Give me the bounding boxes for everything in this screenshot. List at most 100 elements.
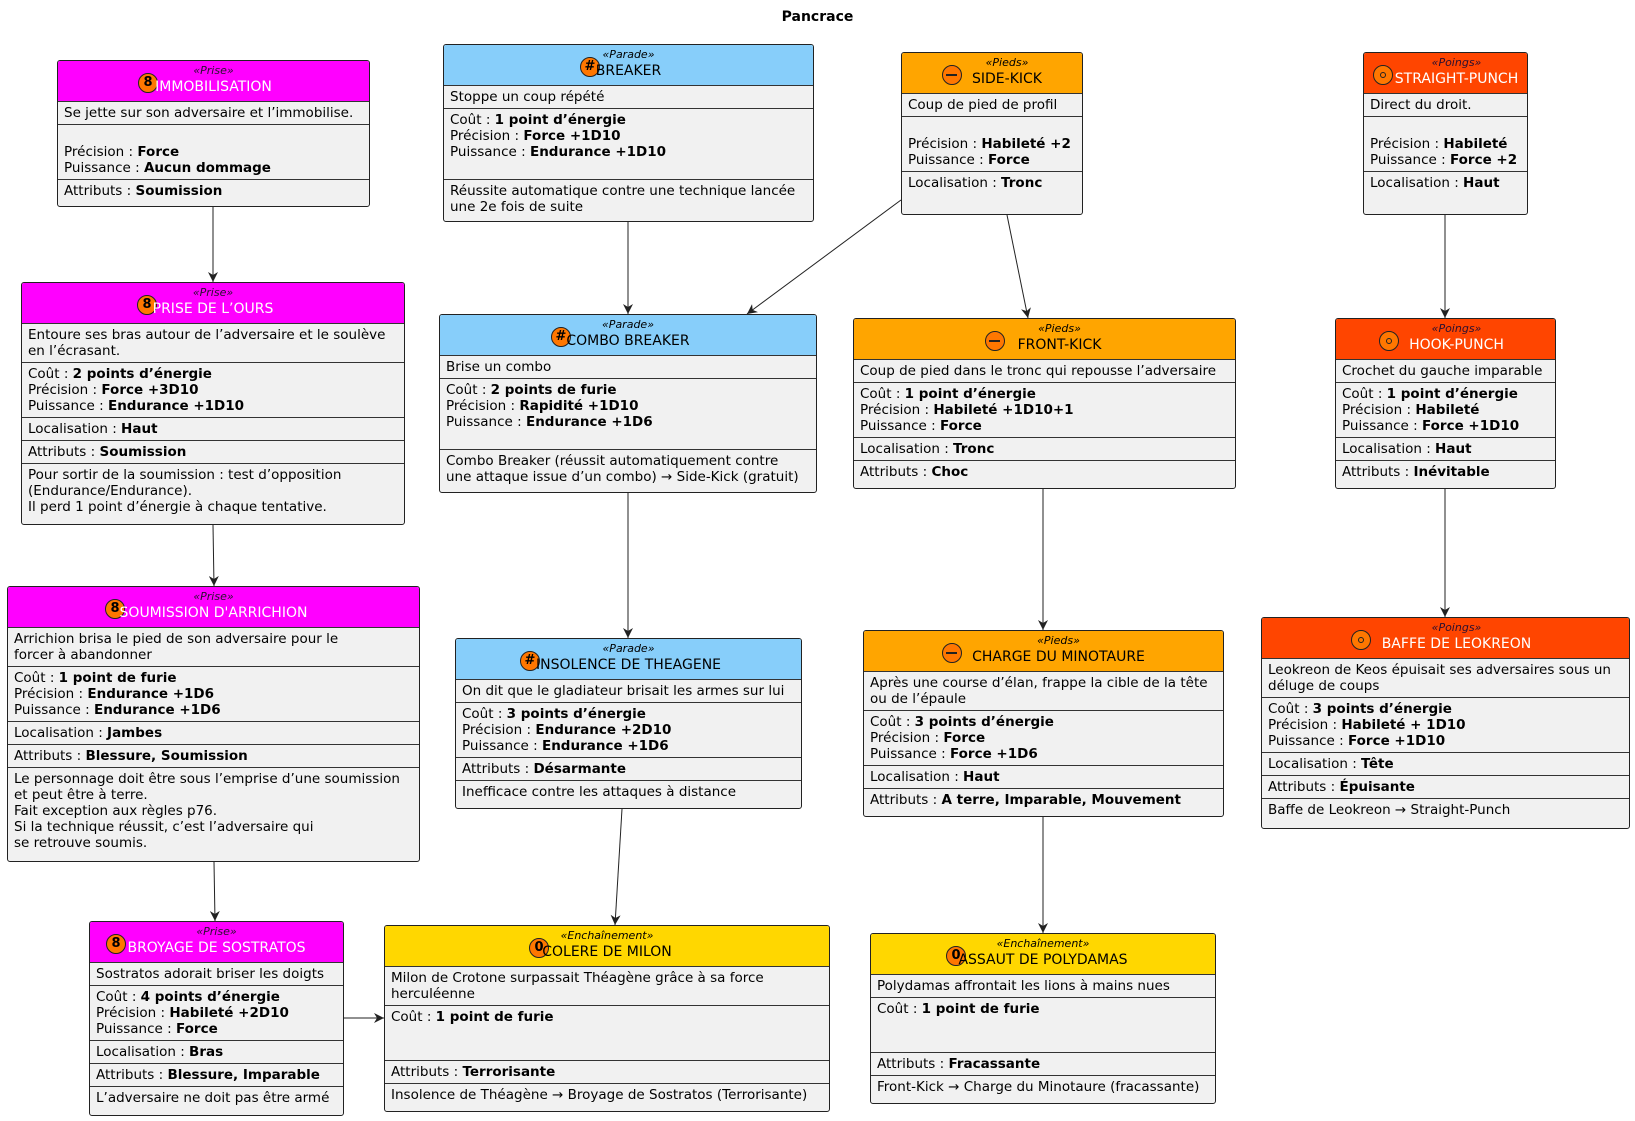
edge-prise-ours-soumission	[208, 524, 219, 587]
node-name: SOUMISSION D'ARRICHION	[119, 605, 308, 621]
node-name: IMMOBILISATION	[155, 79, 272, 95]
spot-minus-icon	[942, 643, 962, 663]
node-name: PRISE DE L’OURS	[152, 301, 274, 317]
attributs-row: Attributs : Désarmante	[462, 761, 627, 777]
puissance-row: Puissance : Endurance +1D6	[462, 738, 669, 754]
node-note: Front-Kick → Charge du Minotaure (fracas…	[877, 1079, 1200, 1095]
node-stereotype: «Prise»	[196, 925, 237, 938]
node-soumission-d-arrichion[interactable]: 8 «Prise» SOUMISSION D'ARRICHION Arrichi…	[7, 586, 420, 862]
node-prise-de-l-ours[interactable]: 8 «Prise» PRISE DE L’OURS Entoure ses br…	[21, 282, 405, 525]
node-colere-de-milon[interactable]: 0 «Enchaînement» COLERE DE MILON Milon d…	[384, 925, 830, 1112]
puissance-row: Puissance : Force +2	[1370, 152, 1518, 168]
localisation-row: Localisation : Jambes	[14, 725, 163, 741]
diagram-title: Pancrace	[781, 9, 854, 25]
node-stereotype: «Prise»	[193, 590, 234, 603]
node-note: Insolence de Théagène → Broyage de Sostr…	[391, 1087, 808, 1103]
node-description: Se jette sur son adversaire et l’immobil…	[64, 105, 354, 121]
spot-ring-icon	[1373, 65, 1393, 85]
node-name: CHARGE DU MINOTAURE	[972, 649, 1145, 665]
attributs-row: Attributs : A terre, Imparable, Mouvemen…	[870, 792, 1181, 808]
node-stereotype: «Prise»	[192, 286, 234, 299]
spot-hash-icon: #	[520, 651, 540, 671]
localisation-row: Localisation : Bras	[96, 1044, 224, 1060]
cout-row: Coût : 1 point d’énergie	[1342, 386, 1518, 402]
cout-row: Coût : 1 point de furie	[14, 670, 177, 686]
precision-row: Précision : Force +1D10	[450, 128, 621, 144]
precision-row: Précision : Force +3D10	[28, 382, 199, 398]
cout-row: Coût : 1 point d’énergie	[450, 112, 626, 128]
puissance-row: Puissance : Endurance +1D10	[450, 144, 667, 160]
spot-minus-icon	[942, 65, 962, 85]
node-description: Coup de pied de profil	[908, 97, 1058, 113]
localisation-row: Localisation : Tête	[1268, 756, 1394, 772]
puissance-row: Puissance : Aucun dommage	[64, 160, 271, 176]
precision-row: Précision : Habileté + 1D10	[1268, 717, 1466, 733]
localisation-row: Localisation : Haut	[1342, 441, 1472, 457]
cout-row: Coût : 2 points de furie	[446, 382, 617, 398]
edge-sidekick-combo	[746, 199, 902, 315]
puissance-row: Puissance : Force +1D6	[870, 746, 1038, 762]
node-description: Milon de Crotone surpassait Théagène grâ…	[385, 967, 829, 1006]
node-description: Leokreon de Keos épuisait ses adversaire…	[1262, 659, 1629, 698]
node-name: COMBO BREAKER	[566, 333, 690, 349]
puissance-row: Puissance : Force +1D10	[1268, 733, 1446, 749]
node-name: STRAIGHT-PUNCH	[1394, 71, 1519, 87]
node-note: Baffe de Leokreon → Straight-Punch	[1268, 802, 1511, 818]
node-description: Après une course d’élan, frappe la cible…	[864, 672, 1223, 711]
localisation-row: Localisation : Haut	[870, 769, 1000, 785]
node-stereotype: «Parade»	[602, 318, 654, 331]
spot-0-icon: 0	[946, 946, 966, 966]
spot-8-icon: 8	[105, 599, 125, 619]
node-insolence-de-theagene[interactable]: # «Parade» INSOLENCE DE THEAGENE On dit …	[455, 638, 802, 809]
node-assaut-de-polydamas[interactable]: 0 «Enchaînement» ASSAUT DE POLYDAMAS Pol…	[870, 933, 1216, 1104]
node-side-kick[interactable]: «Pieds» SIDE-KICK Coup de pied de profil…	[901, 52, 1083, 215]
puissance-row: Puissance : Endurance +1D6	[14, 702, 221, 718]
node-description: Polydamas affrontait les lions à mains n…	[877, 978, 1170, 994]
cout-row: Coût : 1 point d’énergie	[860, 386, 1036, 402]
precision-row: Précision : Habileté +1D10+1	[860, 402, 1074, 418]
cout-row: Coût : 2 points d’énergie	[28, 366, 212, 382]
node-name: HOOK-PUNCH	[1409, 337, 1504, 353]
node-note: Réussite automatique contre une techniqu…	[450, 183, 796, 215]
spot-ring-icon	[1379, 331, 1399, 351]
node-note: Pour sortir de la soumission : test d’op…	[28, 467, 342, 515]
attributs-row: Attributs : Soumission	[28, 444, 187, 460]
spot-0-icon: 0	[529, 938, 549, 958]
puissance-row: Puissance : Endurance +1D6	[446, 414, 653, 430]
precision-row: Précision : Endurance +1D6	[14, 686, 215, 702]
node-stereotype: «Enchaînement»	[996, 937, 1090, 950]
localisation-row: Localisation : Tronc	[860, 441, 995, 457]
node-hook-punch[interactable]: «Poings» HOOK-PUNCH Crochet du gauche im…	[1335, 318, 1556, 489]
node-front-kick[interactable]: «Pieds» FRONT-KICK Coup de pied dans le …	[853, 318, 1236, 489]
node-description: Sostratos adorait briser les doigts	[96, 966, 325, 982]
node-baffe-de-leokreon[interactable]: «Poings» BAFFE DE LEOKREON Leokreon de K…	[1261, 617, 1630, 829]
node-description: Arrichion brisa le pied de son adversair…	[8, 628, 419, 667]
attributs-row: Attributs : Blessure, Imparable	[96, 1067, 320, 1083]
puissance-row: Puissance : Force	[908, 152, 1030, 168]
node-straight-punch[interactable]: «Poings» STRAIGHT-PUNCH Direct du droit.…	[1363, 52, 1528, 215]
spot-hash-icon: #	[580, 57, 600, 77]
node-name: BAFFE DE LEOKREON	[1381, 636, 1532, 652]
node-broyage-de-sostratos[interactable]: 8 «Prise» BROYAGE DE SOSTRATOS Sostratos…	[89, 921, 344, 1116]
cout-row: Coût : 3 points d’énergie	[462, 706, 646, 722]
attributs-row: Attributs : Soumission	[64, 183, 223, 199]
node-note: Combo Breaker (réussit automatiquement c…	[446, 453, 799, 485]
attributs-row: Attributs : Inévitable	[1342, 464, 1490, 480]
node-charge-du-minotaure[interactable]: «Pieds» CHARGE DU MINOTAURE Après une co…	[863, 630, 1224, 817]
attributs-row: Attributs : Fracassante	[877, 1056, 1041, 1072]
node-combo-breaker[interactable]: # «Parade» COMBO BREAKER Brise un combo …	[439, 314, 817, 493]
puissance-row: Puissance : Endurance +1D10	[28, 398, 245, 414]
spot-ring-icon	[1351, 630, 1371, 650]
precision-row: Précision : Habileté +2	[908, 136, 1071, 152]
node-name: INSOLENCE DE THEAGENE	[535, 657, 722, 673]
node-breaker[interactable]: # «Parade» BREAKER Stoppe un coup répété…	[443, 44, 814, 222]
node-immobilisation[interactable]: 8 «Prise» IMMOBILISATION Se jette sur so…	[57, 60, 370, 207]
node-name: ASSAUT DE POLYDAMAS	[958, 952, 1128, 968]
cout-row: Coût : 1 point de furie	[391, 1009, 554, 1025]
precision-row: Précision : Force	[64, 144, 180, 160]
node-stereotype: «Prise»	[193, 64, 234, 77]
node-description: Coup de pied dans le tronc qui repousse …	[860, 363, 1217, 379]
node-stereotype: «Poings»	[1431, 621, 1482, 634]
precision-row: Précision : Habileté	[1370, 136, 1508, 152]
